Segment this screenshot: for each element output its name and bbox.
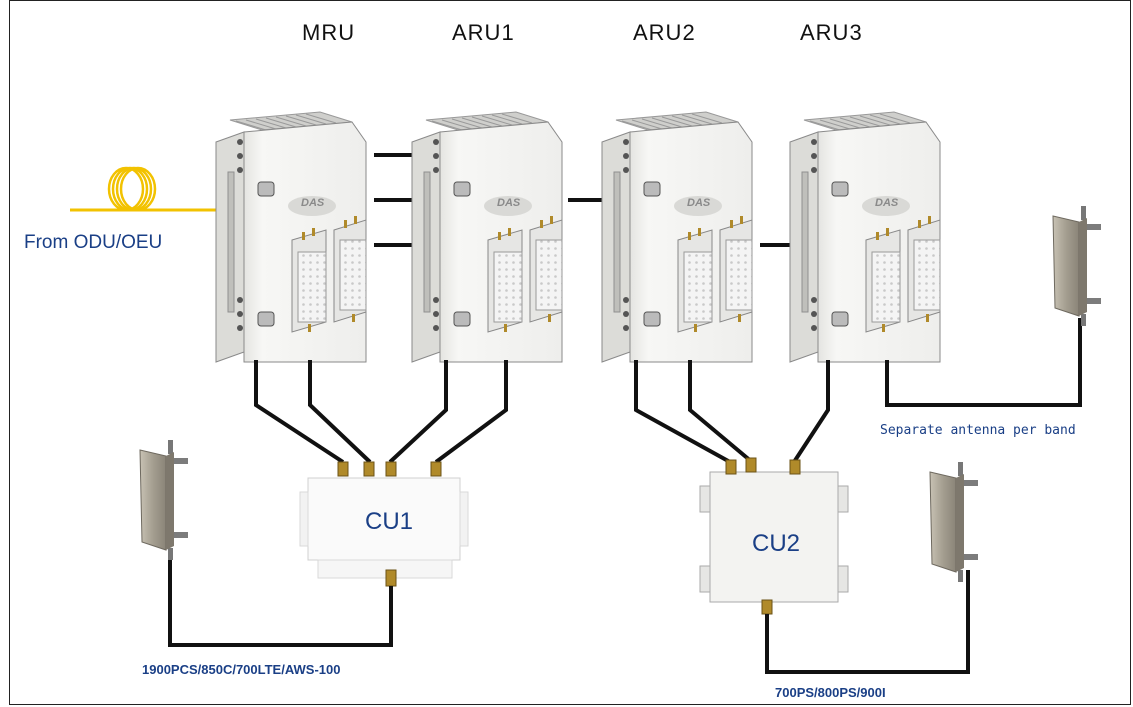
unit-title-aru1: ARU1 (452, 20, 515, 45)
separate-antenna-label: Separate antenna per band (880, 423, 1076, 438)
fiber-source-label: From ODU/OEU (24, 232, 163, 253)
cu1-antenna-cable (168, 548, 393, 647)
unit-title-aru3: ARU3 (800, 20, 863, 45)
unit-title-aru2: ARU2 (633, 20, 696, 45)
unit-mru (215, 111, 367, 363)
unit-badge-mru: DAS (301, 197, 325, 209)
antenna-cu1 (139, 439, 189, 561)
cu1-band-label: 1900PCS/850C/700LTE/AWS-100 (142, 662, 341, 677)
unit-aru3 (789, 111, 941, 363)
cu2-feed-cables (634, 360, 830, 464)
antenna-cu2 (929, 461, 979, 583)
cu1-connectors (337, 461, 442, 587)
cu2-band-label: 700PS/800PS/900I (775, 685, 886, 700)
cu1-combiner-unit (299, 477, 469, 579)
cu2-combiner-unit (699, 471, 849, 603)
unit-badge-aru3: DAS (875, 197, 899, 209)
cu2-antenna-cable (765, 570, 970, 674)
unit-badge-aru2: DAS (687, 197, 711, 209)
fiber-coil (70, 166, 216, 212)
cu2-connectors (725, 457, 801, 615)
unit-aru2 (601, 111, 753, 363)
unit-title-mru: MRU (302, 20, 356, 45)
cu1-label: CU1 (365, 508, 414, 535)
cu1-feed-cables (254, 360, 508, 464)
diagram-frame (9, 0, 1131, 705)
unit-aru1 (411, 111, 563, 363)
separate-antenna-cable (885, 318, 1082, 407)
unit-badge-aru1: DAS (497, 197, 521, 209)
antenna-separate (1052, 205, 1102, 327)
cu2-label: CU2 (752, 530, 801, 557)
